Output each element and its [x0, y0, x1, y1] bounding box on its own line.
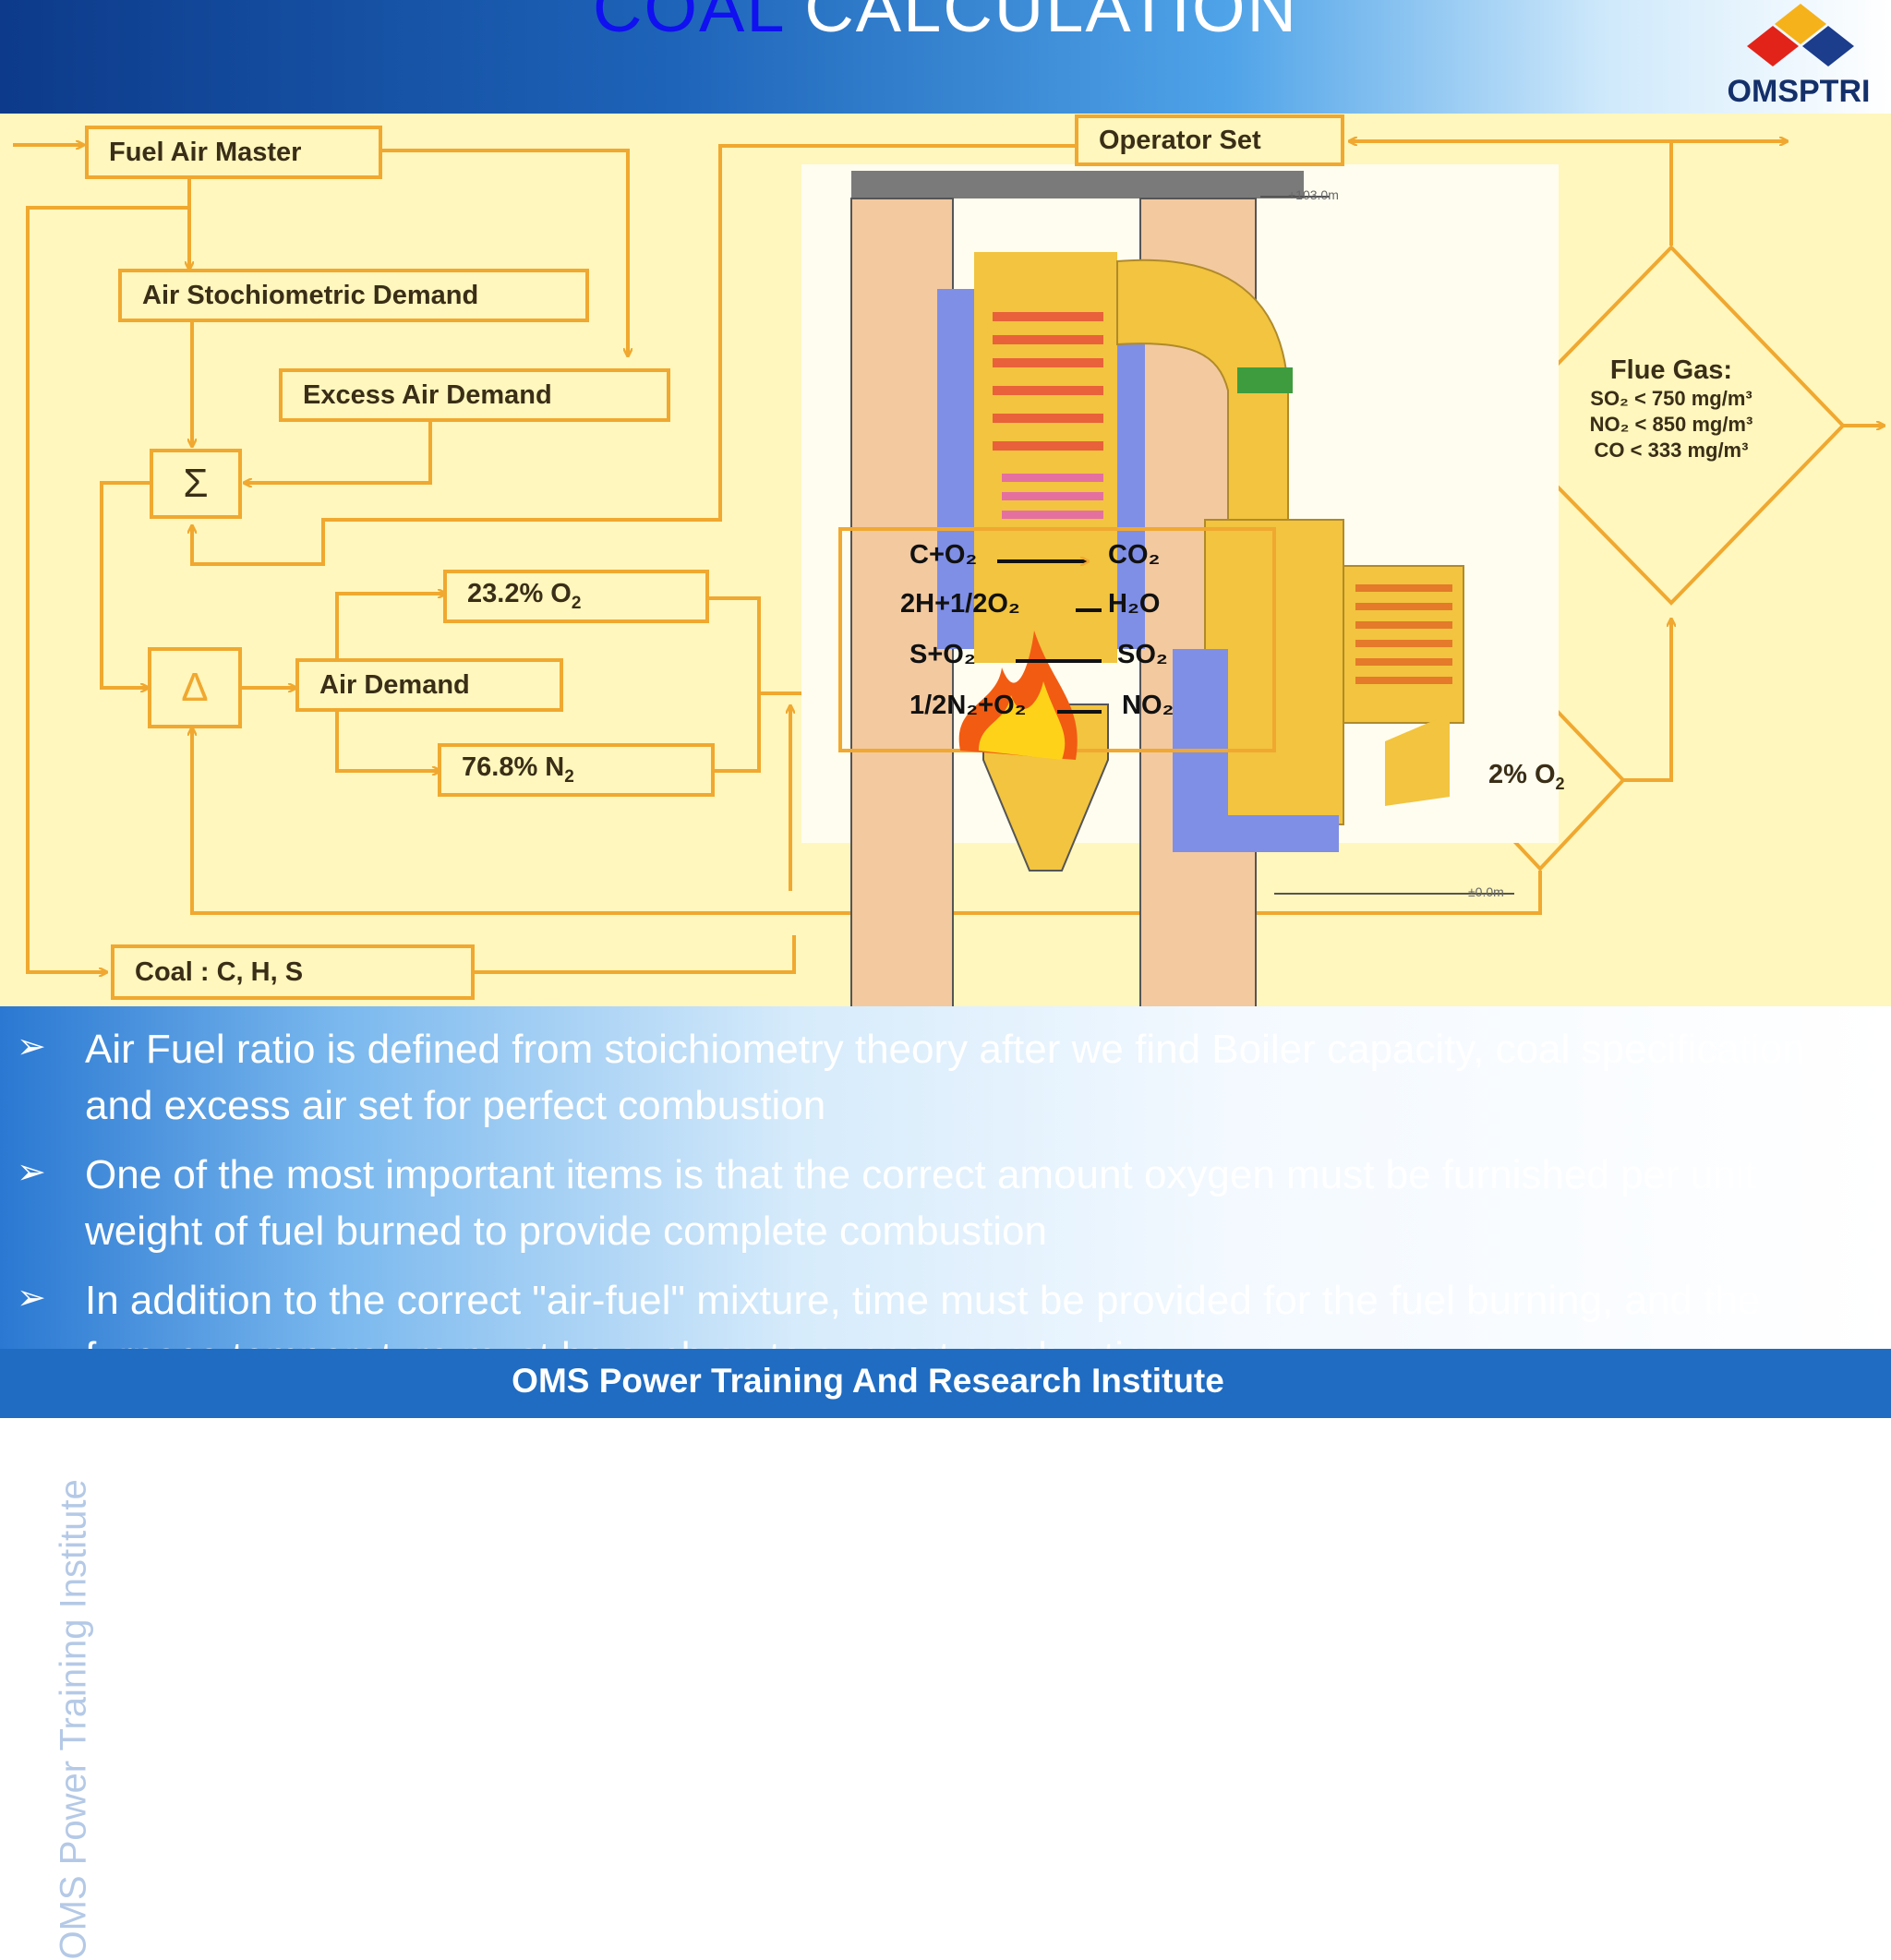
coal-label: Coal : C, H, S: [135, 956, 304, 987]
slide-title: COAL CALCULATION: [0, 0, 1891, 47]
title-highlight: COAL: [593, 0, 784, 46]
logo-diamond-icon: [1747, 4, 1854, 66]
arrow-bullet-icon: ➢: [17, 1153, 46, 1192]
reaction-1-right: CO₂: [1108, 540, 1161, 570]
o2-setpoint-sub: 2: [1555, 774, 1565, 793]
n2-fraction-box: 76.8% N2: [438, 743, 715, 797]
air-stoichiometric-demand-box: Air Stochiometric Demand: [118, 269, 589, 322]
excess-air-demand-box: Excess Air Demand: [279, 368, 670, 422]
reaction-4-left: 1/2N₂+O₂: [909, 691, 1027, 720]
air-stoich-label: Air Stochiometric Demand: [142, 280, 479, 310]
arrow-bullet-icon: ➢: [17, 1028, 46, 1066]
fuel-air-master-box: Fuel Air Master: [85, 126, 382, 179]
flue-gas-so2: SO₂ < 750 mg/m³: [1590, 387, 1752, 410]
bullet-2-text: One of the most important items is that …: [85, 1152, 1756, 1254]
boiler-illustration: [801, 164, 1559, 1006]
o2-setpoint-label: 2% O2: [1488, 760, 1565, 794]
air-demand-box: Air Demand: [295, 658, 563, 712]
footer-text: OMS Power Training And Research Institut…: [512, 1362, 1224, 1400]
reaction-4-right: NO₂: [1122, 691, 1174, 720]
bullet-2: ➢ One of the most important items is tha…: [17, 1147, 1845, 1259]
flue-gas-limits: Flue Gas: SO₂ < 750 mg/m³ NO₂ < 850 mg/m…: [1514, 355, 1828, 463]
reaction-3-right: SO₂: [1117, 640, 1168, 669]
sum-block: Σ: [150, 449, 242, 519]
combustion-control-diagram: Fuel Air Master Air Stochiometric Demand…: [0, 114, 1891, 1006]
flue-gas-no2: NO₂ < 850 mg/m³: [1589, 413, 1753, 436]
o2-fraction-sub: 2: [571, 593, 582, 613]
reaction-2-right: H₂O: [1108, 589, 1161, 619]
arrow-bullet-icon: ➢: [17, 1279, 46, 1317]
o2-fraction-label: 23.2% O2: [467, 579, 581, 614]
n2-fraction-sub: 2: [564, 766, 574, 787]
excess-air-label: Excess Air Demand: [303, 379, 552, 410]
title-rest: CALCULATION: [804, 0, 1298, 46]
o2-setpoint-text: 2% O: [1488, 760, 1556, 789]
reaction-1-left: C+O₂: [909, 540, 978, 570]
o2-fraction-box: 23.2% O2: [443, 570, 709, 623]
bullet-1-text: Air Fuel ratio is defined from stoichiom…: [85, 1027, 1805, 1128]
operator-set-label: Operator Set: [1099, 125, 1261, 155]
operator-set-box: Operator Set: [1075, 114, 1344, 166]
coal-box: Coal : C, H, S: [111, 944, 475, 1000]
o2-fraction-text: 23.2% O: [467, 579, 572, 609]
n2-fraction-text: 76.8% N: [462, 752, 565, 783]
footer-bar: OMS Power Training And Research Institut…: [0, 1349, 1891, 1418]
reaction-3-left: S+O₂: [909, 640, 976, 669]
air-demand-label: Air Demand: [319, 669, 470, 700]
n2-fraction-label: 76.8% N2: [462, 752, 574, 788]
logo-text: OMSPTRI: [1727, 74, 1871, 109]
elevation-top-label: +103.0m: [1288, 187, 1339, 202]
delta-symbol: Δ: [181, 665, 209, 710]
sum-symbol: Σ: [183, 461, 209, 506]
fuel-air-master-label: Fuel Air Master: [109, 137, 302, 167]
diagram-lines: [13, 114, 1891, 1006]
reaction-2-left: 2H+1/2O₂: [900, 589, 1020, 619]
bullet-1: ➢ Air Fuel ratio is defined from stoichi…: [17, 1021, 1845, 1134]
flue-gas-title: Flue Gas:: [1609, 355, 1733, 385]
slide-header: COAL CALCULATION OMSPTRI: [0, 0, 1891, 114]
flue-gas-co: CO < 333 mg/m³: [1594, 439, 1749, 462]
delta-block: Δ: [148, 647, 242, 728]
omsptri-logo: OMSPTRI: [1725, 4, 1873, 109]
elevation-bottom-label: ±0.0m: [1468, 884, 1504, 899]
